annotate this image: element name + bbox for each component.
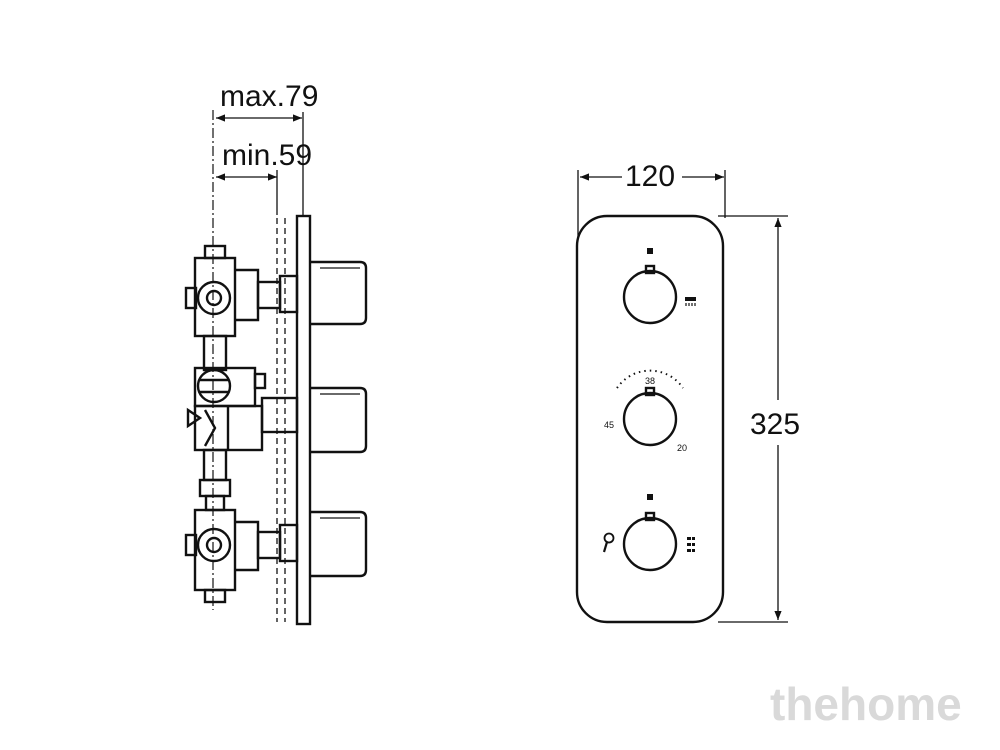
temp-label-38: 38 [645,376,655,386]
dimension-min: min.59 [216,139,312,181]
handle-bottom-side [310,510,368,578]
dim-height-label: 325 [750,408,800,441]
valve-body-middle [186,366,267,452]
diverter-knob-top [622,248,696,325]
stem-top [278,274,299,314]
temp-label-20: 20 [677,443,687,453]
dimension-width: 120 [577,160,726,238]
watermark: thehome [770,678,962,730]
front-view: 120 325 [575,160,800,624]
handle-top-side [310,260,368,326]
cover-plate-front [575,214,725,624]
valve-body-top [184,244,282,338]
dim-max-label: max.79 [220,80,318,113]
square-marker-icon [647,248,653,254]
dimension-height: 325 [718,215,800,623]
hand-shower-icon [602,532,615,553]
stem-middle [260,396,299,434]
dimension-max: max.79 [216,80,318,122]
square-marker-icon [647,494,653,500]
thermostat-knob: 38 45 20 [604,369,687,453]
pipe-top [202,334,228,372]
overhead-shower-icon [685,297,696,306]
diverter-knob-bottom [602,494,695,572]
dim-min-label: min.59 [222,139,312,172]
valve-body-bottom [184,508,282,604]
cover-plate-side [295,214,312,626]
side-view: max.79 min.59 [184,80,368,626]
pipe-bottom [198,448,232,512]
dim-width-label: 120 [625,160,675,193]
body-jets-icon [687,537,695,552]
temp-label-45: 45 [604,420,614,430]
stem-bottom [278,523,299,563]
temperature-scale-arc [616,369,684,389]
handle-middle-side [310,386,368,454]
